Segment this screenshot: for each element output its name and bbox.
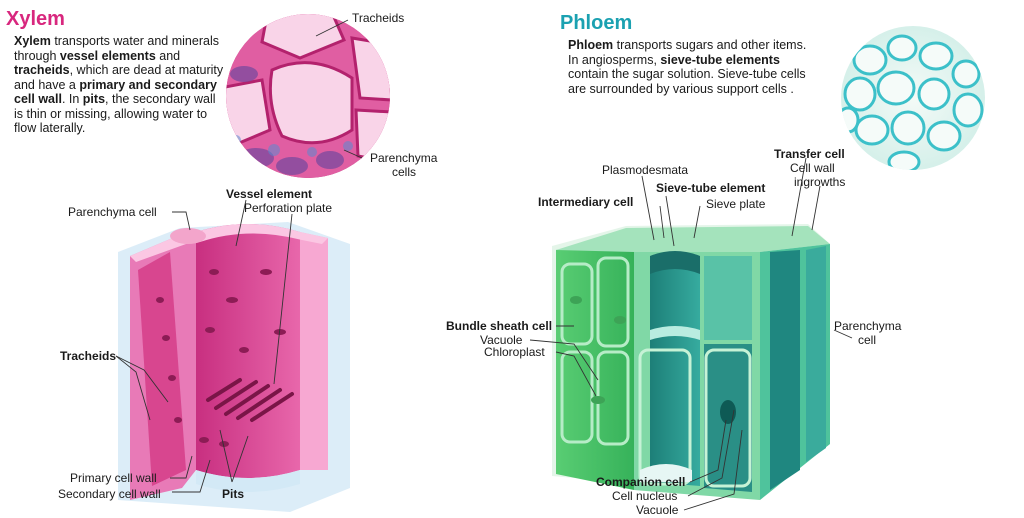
label-tracheids: Tracheids — [60, 349, 116, 363]
xylem-description: Xylem transports water and minerals thro… — [14, 34, 224, 135]
label-vessel-element: Vessel element — [226, 187, 312, 201]
label-companion-cell: Companion cell — [596, 475, 685, 489]
label-parenchyma-cells-line1: Parenchyma — [370, 151, 438, 165]
label-cell-wall-ingrowths-line2: ingrowths — [794, 175, 845, 189]
label-parenchyma-cell-line1: Parenchyma — [834, 319, 902, 333]
phloem-labels: Transfer cell Cell wall ingrowths Plasmo… — [446, 147, 902, 517]
phloem-description: Phloem transports sugars and other items… — [568, 38, 807, 96]
label-perforation-plate: Perforation plate — [244, 201, 332, 215]
label-transfer-cell: Transfer cell — [774, 147, 845, 161]
phloem-block — [552, 224, 830, 500]
xylem-block — [118, 222, 350, 512]
phloem-micrograph — [841, 26, 985, 170]
label-tracheids-top: Tracheids — [352, 11, 404, 25]
phloem-title: Phloem — [560, 12, 633, 34]
xylem-labels: Tracheids Parenchyma cells Vessel elemen… — [58, 11, 438, 501]
xylem-micrograph — [226, 14, 390, 178]
label-intermediary-cell: Intermediary cell — [538, 195, 633, 209]
label-parenchyma-cell-line2: cell — [858, 333, 876, 347]
xylem-title: Xylem — [6, 8, 65, 30]
label-pits: Pits — [222, 487, 244, 501]
label-secondary-cell-wall: Secondary cell wall — [58, 487, 161, 501]
label-cell-nucleus: Cell nucleus — [612, 489, 677, 503]
label-vacuole-top: Vacuole — [480, 333, 523, 347]
label-cell-wall-ingrowths-line1: Cell wall — [790, 161, 835, 175]
label-vacuole-bottom: Vacuole — [636, 503, 679, 517]
label-parenchyma-cell: Parenchyma cell — [68, 205, 157, 219]
leader-lines — [115, 19, 853, 511]
label-sieve-tube-element: Sieve-tube element — [656, 181, 765, 195]
label-primary-cell-wall: Primary cell wall — [70, 471, 157, 485]
label-chloroplast: Chloroplast — [484, 345, 545, 359]
label-plasmodesmata: Plasmodesmata — [602, 163, 688, 177]
label-bundle-sheath-cell: Bundle sheath cell — [446, 319, 552, 333]
label-parenchyma-cells-line2: cells — [392, 165, 416, 179]
label-sieve-plate: Sieve plate — [706, 197, 766, 211]
